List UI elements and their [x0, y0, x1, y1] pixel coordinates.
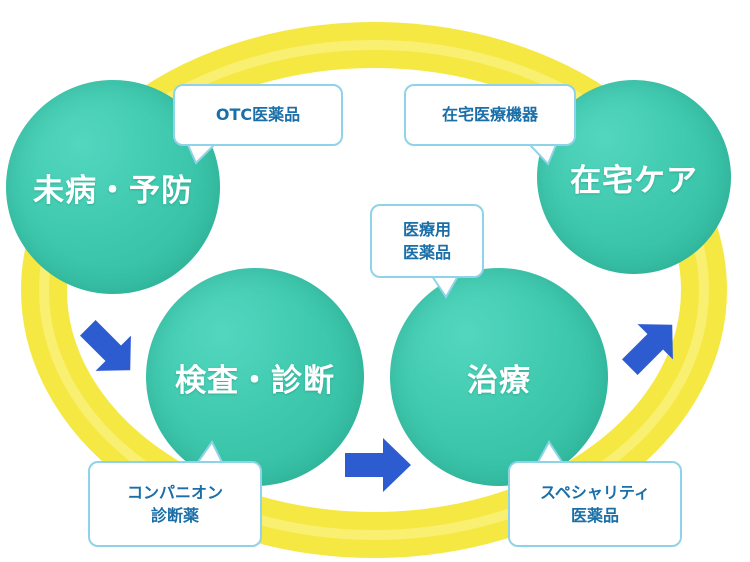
circle-treatment-label: 治療: [467, 362, 531, 399]
bubble-otc-line1: OTC医薬品: [215, 105, 301, 125]
arrow-right-icon: [345, 438, 411, 492]
circle-diagnosis: 検査・診断: [146, 268, 364, 486]
bubble-companion-dx-line1: コンパニオン: [126, 482, 223, 502]
bubble-homecare-devices: 在宅医療機器: [404, 84, 576, 146]
arrow-up-right-icon: [622, 324, 673, 375]
bubble-otc: OTC医薬品: [173, 84, 343, 146]
circle-diagnosis-label: 検査・診断: [175, 362, 335, 399]
arrow-down-right-icon: [80, 320, 131, 371]
bubble-homecare-devices-line1: 在宅医療機器: [441, 105, 538, 125]
bubble-ethical-drugs: 医療用 医薬品: [370, 204, 484, 278]
bubble-companion-dx: コンパニオン 診断薬: [88, 461, 262, 547]
bubble-specialty-line2: 医薬品: [570, 506, 619, 525]
circle-treatment: 治療: [390, 268, 608, 486]
circle-prevention-label: 未病・予防: [33, 172, 193, 209]
bubble-specialty-line1: スペシャリティ: [540, 482, 650, 502]
bubble-ethical-drugs-line2: 医薬品: [402, 243, 451, 262]
bubble-specialty: スペシャリティ 医薬品: [508, 461, 682, 547]
circle-homecare-label: 在宅ケア: [570, 162, 698, 199]
bubble-companion-dx-line2: 診断薬: [150, 506, 199, 525]
bubble-ethical-drugs-line1: 医療用: [402, 219, 451, 239]
